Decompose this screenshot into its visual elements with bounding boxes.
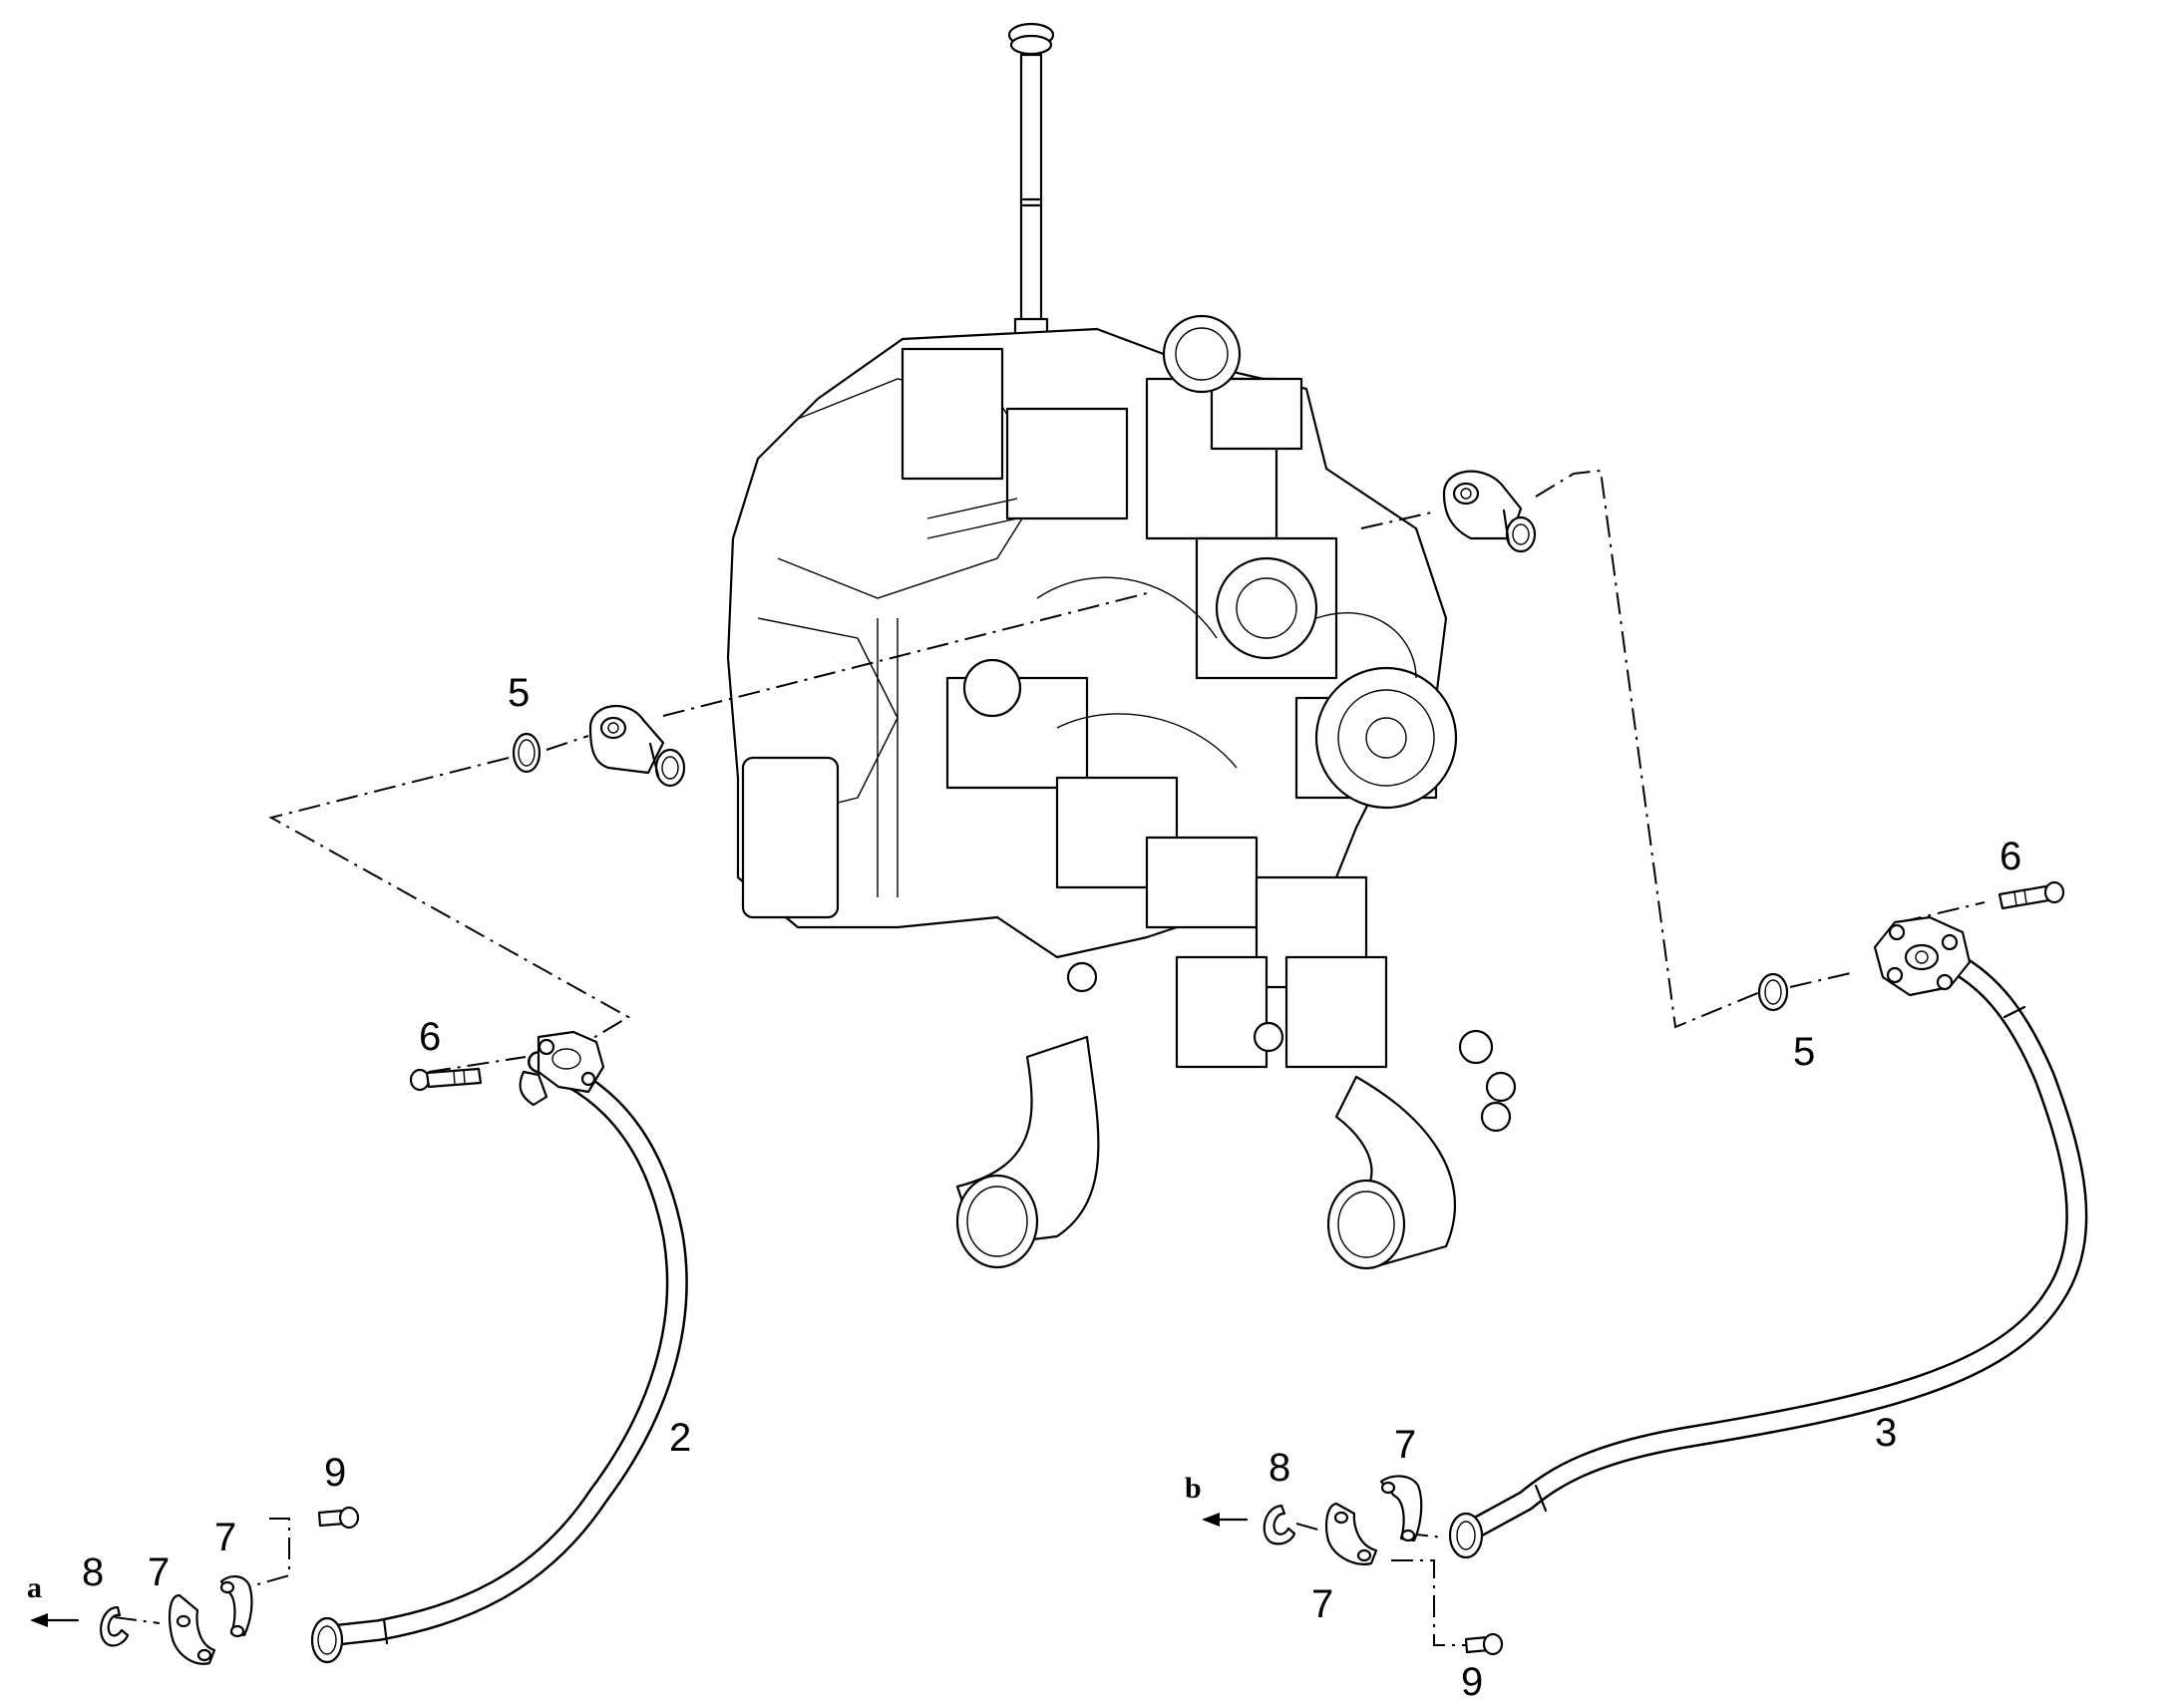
seal-8-left xyxy=(100,1605,130,1647)
callout-5-right: 5 xyxy=(1793,1030,1815,1074)
callout-2: 2 xyxy=(669,1416,691,1460)
clamp-7-left-lower xyxy=(169,1593,216,1665)
clamp-7-right-lower xyxy=(1325,1502,1378,1565)
elbow-fitting-left xyxy=(588,705,686,788)
arrow-a xyxy=(30,1613,80,1627)
arrow-b xyxy=(1202,1513,1249,1527)
callout-7-left-upper: 7 xyxy=(214,1516,236,1559)
dipstick xyxy=(1007,22,1055,339)
hose-2 xyxy=(310,1030,688,1664)
oring-5-left xyxy=(512,732,542,774)
screw-6-left xyxy=(409,1067,483,1092)
callout-7-right-upper: 7 xyxy=(1394,1423,1416,1467)
bolt-9-right xyxy=(1464,1632,1504,1656)
arrow-label-a: a xyxy=(27,1571,42,1604)
transmission-assembly xyxy=(726,22,1517,1270)
leader-lines xyxy=(114,469,1986,1646)
callout-7-left-lower: 7 xyxy=(148,1550,170,1594)
screw-6-right xyxy=(1998,880,2065,910)
hose-3 xyxy=(1448,915,2088,1559)
callout-6-right: 6 xyxy=(1999,835,2021,878)
transmission-housing xyxy=(726,314,1458,1077)
callout-8-right: 8 xyxy=(1269,1446,1290,1490)
clamp-7-left-upper xyxy=(219,1575,253,1638)
callout-7-right-lower: 7 xyxy=(1311,1582,1333,1626)
bolt-9-left xyxy=(317,1506,360,1530)
callout-5-left: 5 xyxy=(508,671,530,715)
outlet-pipes xyxy=(955,1029,1517,1270)
callout-8-left: 8 xyxy=(82,1550,104,1594)
oring-5-right xyxy=(1757,972,1789,1012)
elbow-fitting-right xyxy=(1442,470,1537,553)
callout-6-left: 6 xyxy=(419,1015,441,1059)
callout-3: 3 xyxy=(1875,1411,1897,1455)
arrow-label-b: b xyxy=(1185,1472,1202,1505)
callout-9-right: 9 xyxy=(1461,1660,1483,1704)
callout-9-left: 9 xyxy=(324,1451,346,1495)
seal-8-right xyxy=(1263,1504,1296,1545)
clamp-7-right-upper xyxy=(1379,1475,1423,1542)
